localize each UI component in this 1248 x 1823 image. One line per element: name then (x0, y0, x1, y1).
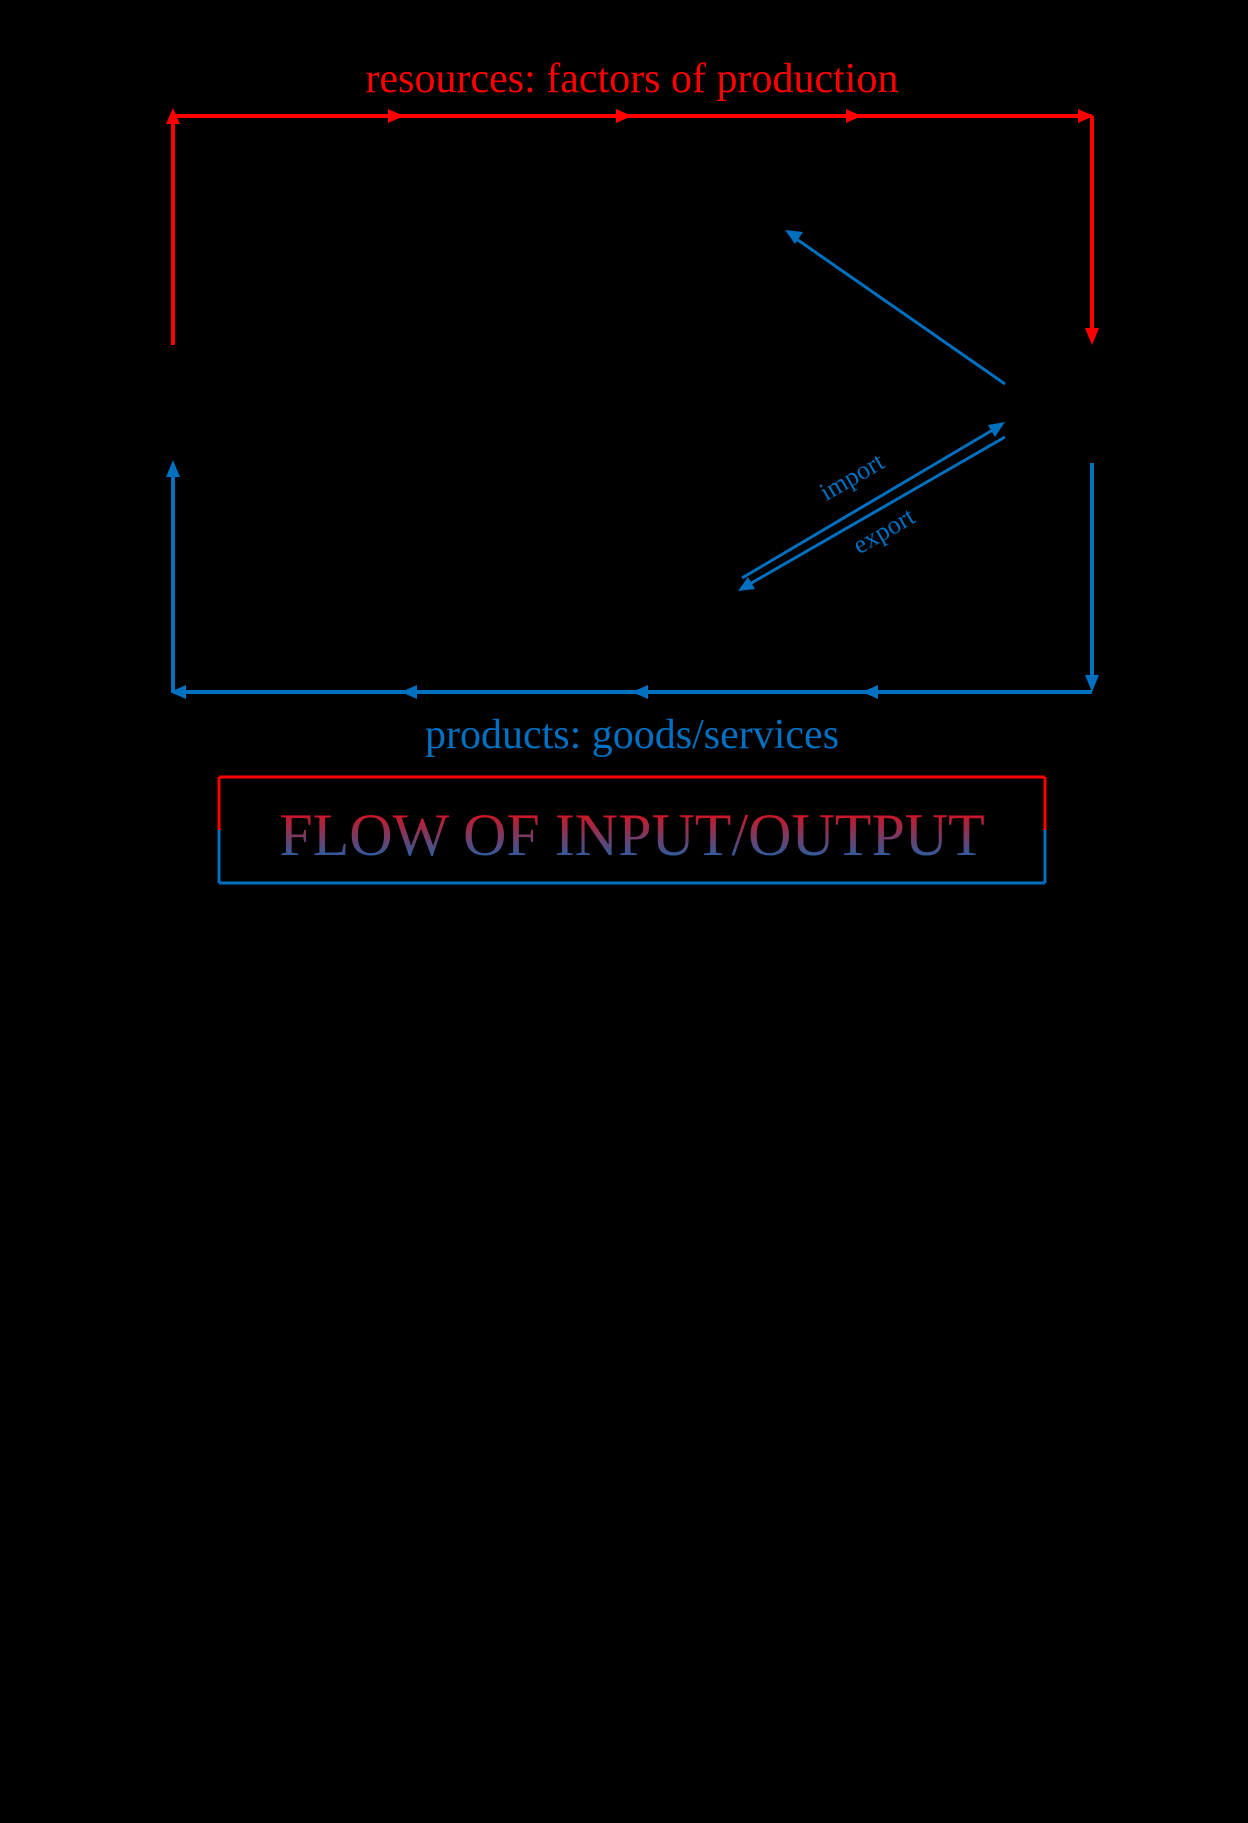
import-arrow-line (741, 426, 997, 580)
products-right-arrowhead (1085, 675, 1099, 692)
resources-arrowhead-3 (846, 109, 862, 123)
diagonal-arrow-line (794, 236, 1006, 386)
products-arrowhead-3 (401, 685, 417, 699)
products-arrowhead-4 (170, 685, 186, 699)
diagram-title: FLOW OF INPUT/OUTPUT (279, 802, 985, 868)
resources-right-arrowhead (1085, 328, 1099, 345)
import-arrowhead (988, 422, 1005, 437)
export-arrow-line (747, 435, 1006, 587)
diagonal-arrowhead (785, 230, 803, 244)
products-arrowhead-1 (862, 685, 878, 699)
resources-arrowhead-4 (1078, 109, 1094, 123)
export-arrowhead (738, 577, 755, 591)
resources-arrowhead-2 (616, 109, 632, 123)
resources-flow (166, 108, 1099, 345)
title-box: FLOW OF INPUT/OUTPUT (217, 775, 1047, 885)
products-arrowhead-2 (632, 685, 648, 699)
resources-arrowhead-1 (388, 109, 404, 123)
resources-label: resources: factors of production (366, 56, 899, 102)
products-left-arrowhead (166, 460, 180, 477)
products-flow (166, 230, 1099, 699)
products-label: products: goods/services (425, 712, 839, 758)
